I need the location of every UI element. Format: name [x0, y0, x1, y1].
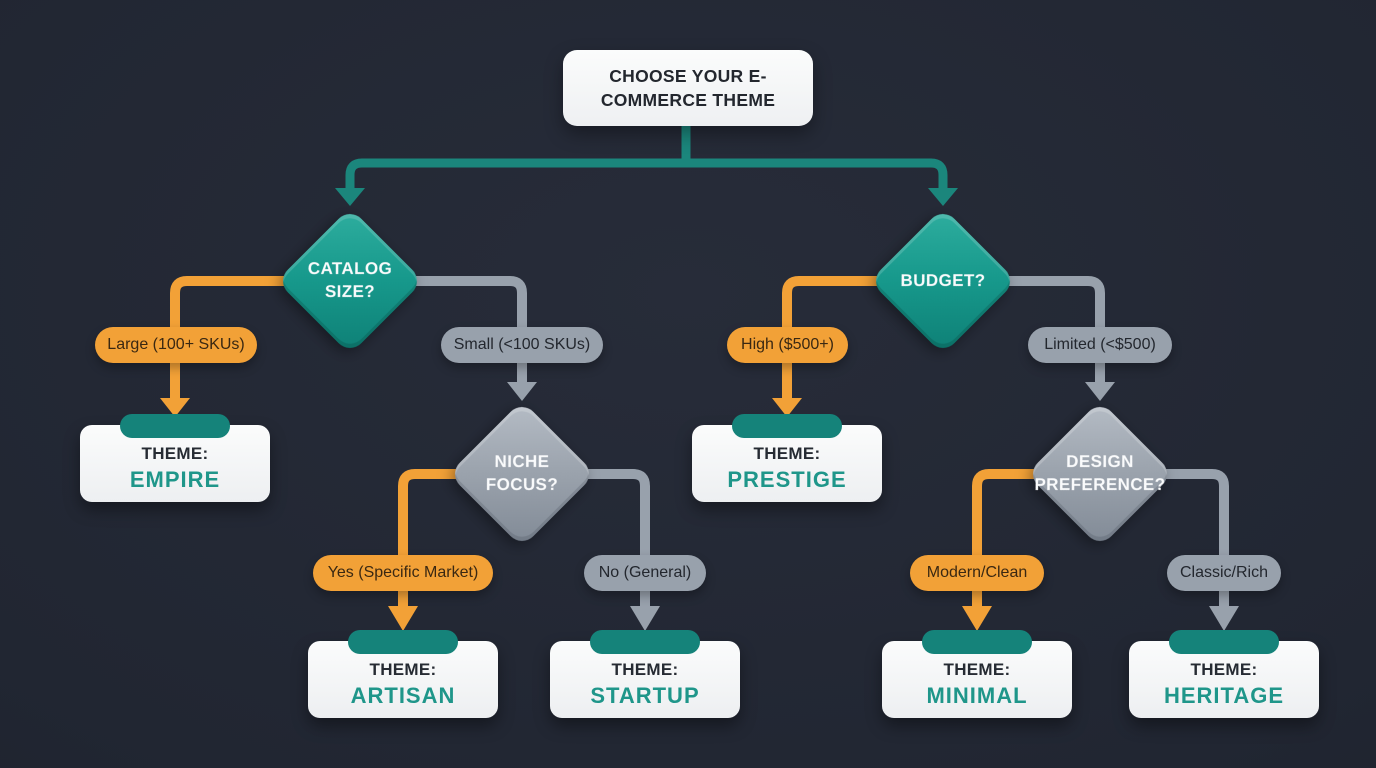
wire-niche-to-startup	[588, 469, 650, 608]
branch-label-small: Small (<100 SKUs)	[441, 327, 603, 363]
theme-prefix: THEME:	[369, 660, 437, 679]
theme-card-heritage: THEME: HERITAGE	[1129, 630, 1319, 718]
branch-label-no-general: No (General)	[584, 555, 706, 591]
theme-prefix: THEME:	[141, 444, 209, 463]
arrowhead-into-prestige-icon	[772, 398, 802, 417]
decision-budget: BUDGET?	[869, 207, 1017, 355]
decision-catalog-size: CATALOG SIZE?	[276, 207, 424, 355]
decision-niche-focus: NICHE FOCUS?	[448, 400, 596, 548]
theme-name-heritage: HERITAGE	[1163, 683, 1285, 708]
theme-card-empire: THEME: EMPIRE	[80, 414, 270, 502]
arrowhead-into-budget-icon	[928, 188, 958, 206]
wire-catalog-to-niche	[416, 276, 527, 384]
theme-name-empire: EMPIRE	[129, 467, 221, 492]
branch-label-modern: Modern/Clean	[910, 555, 1044, 591]
theme-prefix: THEME:	[611, 660, 679, 679]
branch-label-high: High ($500+)	[727, 327, 848, 363]
wire-niche-to-artisan	[398, 469, 456, 608]
wire-design-to-minimal	[972, 469, 1034, 608]
wire-title-to-catalog	[345, 158, 686, 190]
theme-card-accent-tab	[1169, 630, 1279, 654]
theme-prefix: THEME:	[943, 660, 1011, 679]
arrowhead-into-minimal-icon	[962, 606, 992, 631]
arrowhead-into-startup-icon	[630, 606, 660, 631]
theme-name-artisan: ARTISAN	[350, 683, 456, 708]
decision-catalog-size-label: CATALOG SIZE?	[307, 259, 393, 301]
theme-name-minimal: MINIMAL	[926, 683, 1028, 708]
arrowhead-into-niche-icon	[507, 382, 537, 401]
theme-prefix: THEME:	[753, 444, 821, 463]
wire-catalog-to-empire	[170, 276, 284, 400]
theme-name-prestige: PRESTIGE	[727, 467, 847, 492]
theme-card-accent-tab	[732, 414, 842, 438]
arrowhead-into-empire-icon	[160, 398, 190, 417]
wire-title-to-budget	[686, 158, 948, 190]
theme-card-accent-tab	[120, 414, 230, 438]
page-title: CHOOSE YOUR E-COMMERCE THEME	[600, 65, 776, 111]
theme-card-accent-tab	[590, 630, 700, 654]
theme-card-accent-tab	[922, 630, 1032, 654]
branch-label-limited: Limited (<$500)	[1028, 327, 1172, 363]
theme-card-accent-tab	[348, 630, 458, 654]
theme-card-prestige: THEME: PRESTIGE	[692, 414, 882, 502]
wire-budget-to-design	[1009, 276, 1105, 384]
decision-design-preference-label: DESIGN PREFERENCE?	[1034, 452, 1166, 494]
decision-niche-focus-label: NICHE FOCUS?	[485, 452, 559, 494]
decision-budget-label: BUDGET?	[900, 270, 986, 290]
branch-label-yes-specific: Yes (Specific Market)	[313, 555, 493, 591]
theme-name-startup: STARTUP	[590, 683, 700, 708]
arrowhead-into-artisan-icon	[388, 606, 418, 631]
arrowhead-into-catalog-icon	[335, 188, 365, 206]
wire-budget-to-prestige	[782, 276, 877, 400]
arrowhead-into-heritage-icon	[1209, 606, 1239, 631]
theme-card-artisan: THEME: ARTISAN	[308, 630, 498, 718]
root-node-title: CHOOSE YOUR E-COMMERCE THEME	[563, 50, 813, 126]
branch-label-classic: Classic/Rich	[1167, 555, 1281, 591]
branch-label-large: Large (100+ SKUs)	[95, 327, 257, 363]
decision-design-preference: DESIGN PREFERENCE?	[1026, 400, 1174, 548]
theme-prefix: THEME:	[1190, 660, 1258, 679]
theme-card-startup: THEME: STARTUP	[550, 630, 740, 718]
wire-design-to-heritage	[1166, 469, 1229, 608]
theme-card-minimal: THEME: MINIMAL	[882, 630, 1072, 718]
arrowhead-into-design-icon	[1085, 382, 1115, 401]
